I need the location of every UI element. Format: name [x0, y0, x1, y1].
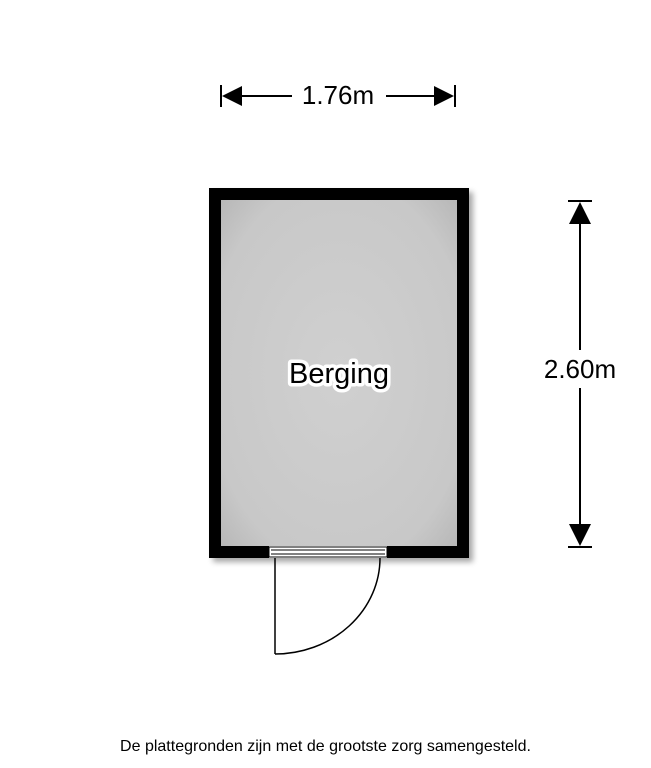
room-label: Berging [289, 358, 389, 390]
arrow-down-icon [569, 524, 591, 546]
width-dimension: 1.76m [220, 80, 456, 110]
height-dimension: 2.60m [544, 200, 616, 548]
width-label: 1.76m [302, 80, 374, 110]
room-floor [221, 200, 457, 546]
door-opening [268, 546, 388, 558]
arrow-up-icon [569, 202, 591, 224]
disclaimer-text: De plattegronden zijn met de grootste zo… [120, 738, 531, 755]
arrow-left-icon [222, 86, 242, 106]
arrow-right-icon [434, 86, 454, 106]
height-label: 2.60m [544, 354, 616, 384]
door-swing [274, 557, 381, 655]
